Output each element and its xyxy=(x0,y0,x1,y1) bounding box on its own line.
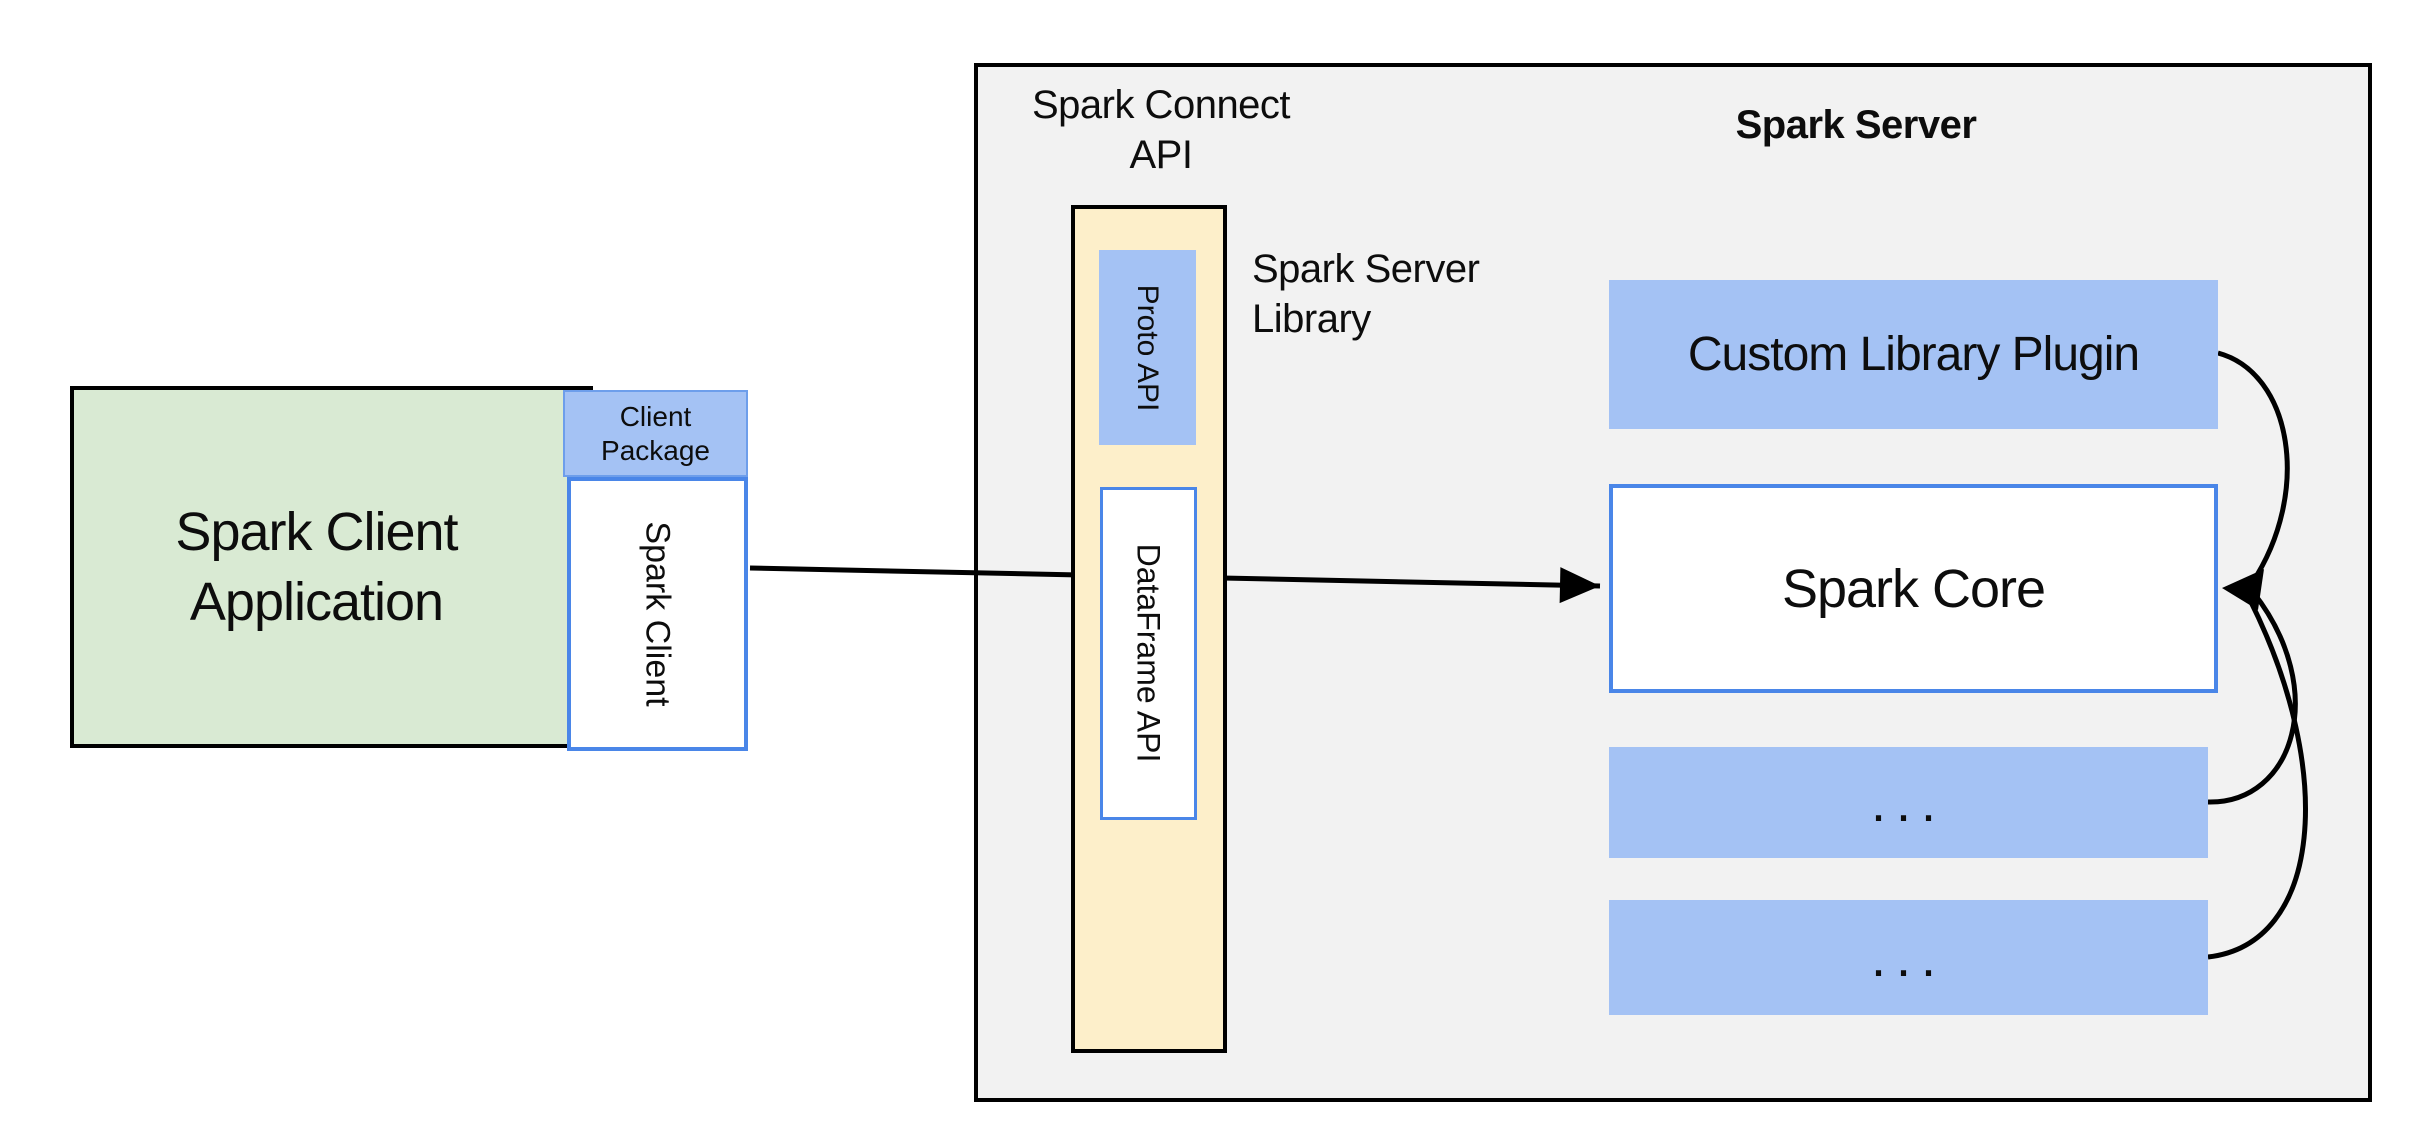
slot2-to-core-arrow xyxy=(2207,598,2308,960)
slot1-to-core-arrow xyxy=(2207,590,2298,805)
plugin-slot-box-1: ... xyxy=(1609,747,2208,858)
spark-client-label: Spark Client xyxy=(638,521,677,707)
core-arrowhead-icon xyxy=(2222,569,2264,610)
spark-server-library-label: Spark Server Library xyxy=(1252,247,1480,341)
proto-api-box xyxy=(1099,250,1196,445)
custom-library-plugin-box: Custom Library Plugin xyxy=(1609,280,2218,429)
spark-connect-api-label: Spark Connect API xyxy=(1031,83,1291,177)
plugin-slot-box-2: ... xyxy=(1609,900,2208,1015)
dataframe-api-label: DataFrame API xyxy=(1130,543,1167,763)
plugin-to-core-arrow xyxy=(2217,350,2290,585)
client-package-box: Client Package xyxy=(563,390,748,477)
proto-api-label: Proto API xyxy=(1131,284,1164,412)
spark-core-box: Spark Core xyxy=(1609,484,2218,693)
spark-client-application-label: Spark Client Application xyxy=(175,502,458,632)
spark-server-title: Spark Server xyxy=(1735,103,1977,147)
dataframe-api-box xyxy=(1100,487,1197,820)
spark-client-box xyxy=(567,477,748,751)
spark-client-application-box xyxy=(70,386,593,748)
